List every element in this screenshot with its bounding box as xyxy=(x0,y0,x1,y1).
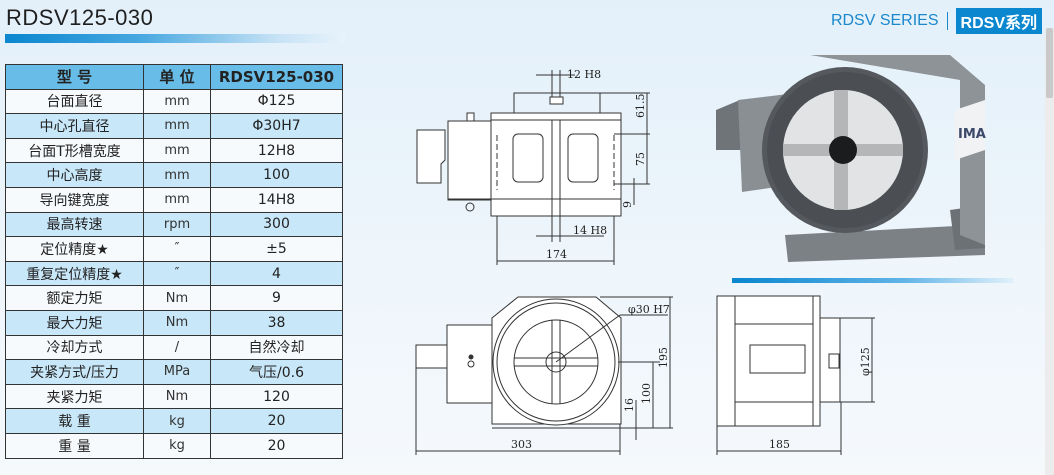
spec-name: 重 量 xyxy=(5,432,144,459)
spec-value: ±5 xyxy=(210,236,343,262)
dim-185: 185 xyxy=(769,438,790,451)
spec-name: 夹紧力矩 xyxy=(5,383,144,410)
scrollbar[interactable] xyxy=(1045,28,1054,475)
spec-name: 中心孔直径 xyxy=(5,113,144,139)
dim-195: 195 xyxy=(657,347,670,368)
header-unit: 单 位 xyxy=(143,64,211,90)
table-row: 定位精度★″±5 xyxy=(5,236,343,262)
spec-value: 20 xyxy=(210,432,343,459)
page-title: RDSV125-030 xyxy=(6,5,154,30)
dim-9: 9 xyxy=(621,201,634,208)
dim-174: 174 xyxy=(546,248,567,261)
table-row: 冷却方式/自然冷却 xyxy=(5,334,343,361)
product-logo: IMA xyxy=(958,127,986,142)
title-underline xyxy=(5,34,345,43)
spec-name: 定位精度★ xyxy=(5,236,144,262)
spec-value: 12H8 xyxy=(210,137,343,164)
spec-unit: kg xyxy=(143,432,211,459)
spec-value: 120 xyxy=(210,383,343,410)
spec-value: 9 xyxy=(210,285,343,311)
spec-name: 载 重 xyxy=(5,408,144,434)
spec-unit: Nm xyxy=(143,383,211,410)
spec-name: 最高转速 xyxy=(5,211,144,238)
spec-value: Φ30H7 xyxy=(210,113,343,139)
spec-unit: / xyxy=(143,334,211,361)
spec-unit: ″ xyxy=(143,260,211,287)
dim-slot: 12 H8 xyxy=(567,68,601,81)
series-en: RDSV SERIES xyxy=(830,12,939,29)
header-value: RDSV125-030 xyxy=(210,64,343,90)
series-label: RDSV SERIES RDSV系列 xyxy=(831,8,1042,34)
spec-value: 100 xyxy=(210,162,343,188)
product-photo xyxy=(716,55,985,262)
header-model: 型 号 xyxy=(5,64,144,90)
side-view-drawing xyxy=(716,295,875,455)
spec-name: 台面直径 xyxy=(5,88,144,115)
scrollbar-thumb[interactable] xyxy=(1046,28,1053,98)
spec-value: 38 xyxy=(210,309,343,336)
series-cn: RDSV系列 xyxy=(955,8,1042,34)
spec-unit: MPa xyxy=(143,359,211,385)
divider xyxy=(946,12,948,30)
dim-bore: φ30 H7 xyxy=(628,303,670,316)
spec-name: 冷却方式 xyxy=(5,334,144,361)
front-view-drawing xyxy=(415,296,673,455)
spec-name: 最大力矩 xyxy=(5,309,144,336)
dim-303: 303 xyxy=(511,438,532,451)
dim-100: 100 xyxy=(640,383,653,404)
dim-61-5: 61.5 xyxy=(634,94,647,119)
dim-75: 75 xyxy=(634,152,647,166)
spec-value: 14H8 xyxy=(210,186,343,213)
spec-name: 重复定位精度★ xyxy=(5,260,144,287)
dim-125: φ125 xyxy=(859,347,872,376)
spec-unit: Nm xyxy=(143,285,211,311)
spec-unit: ″ xyxy=(143,236,211,262)
spec-name: 台面T形槽宽度 xyxy=(5,137,144,164)
dim-key: 14 H8 xyxy=(573,224,607,237)
photo-underline xyxy=(732,278,1014,283)
spec-unit: mm xyxy=(143,113,211,139)
spec-value: 300 xyxy=(210,211,343,238)
spec-unit: kg xyxy=(143,408,211,434)
top-view-drawing xyxy=(416,70,650,265)
spec-value: Φ125 xyxy=(210,88,343,115)
spec-name: 导向键宽度 xyxy=(5,186,144,213)
spec-unit: Nm xyxy=(143,309,211,336)
table-header: 型 号 单 位 RDSV125-030 xyxy=(5,64,343,90)
dim-16: 16 xyxy=(623,398,636,412)
